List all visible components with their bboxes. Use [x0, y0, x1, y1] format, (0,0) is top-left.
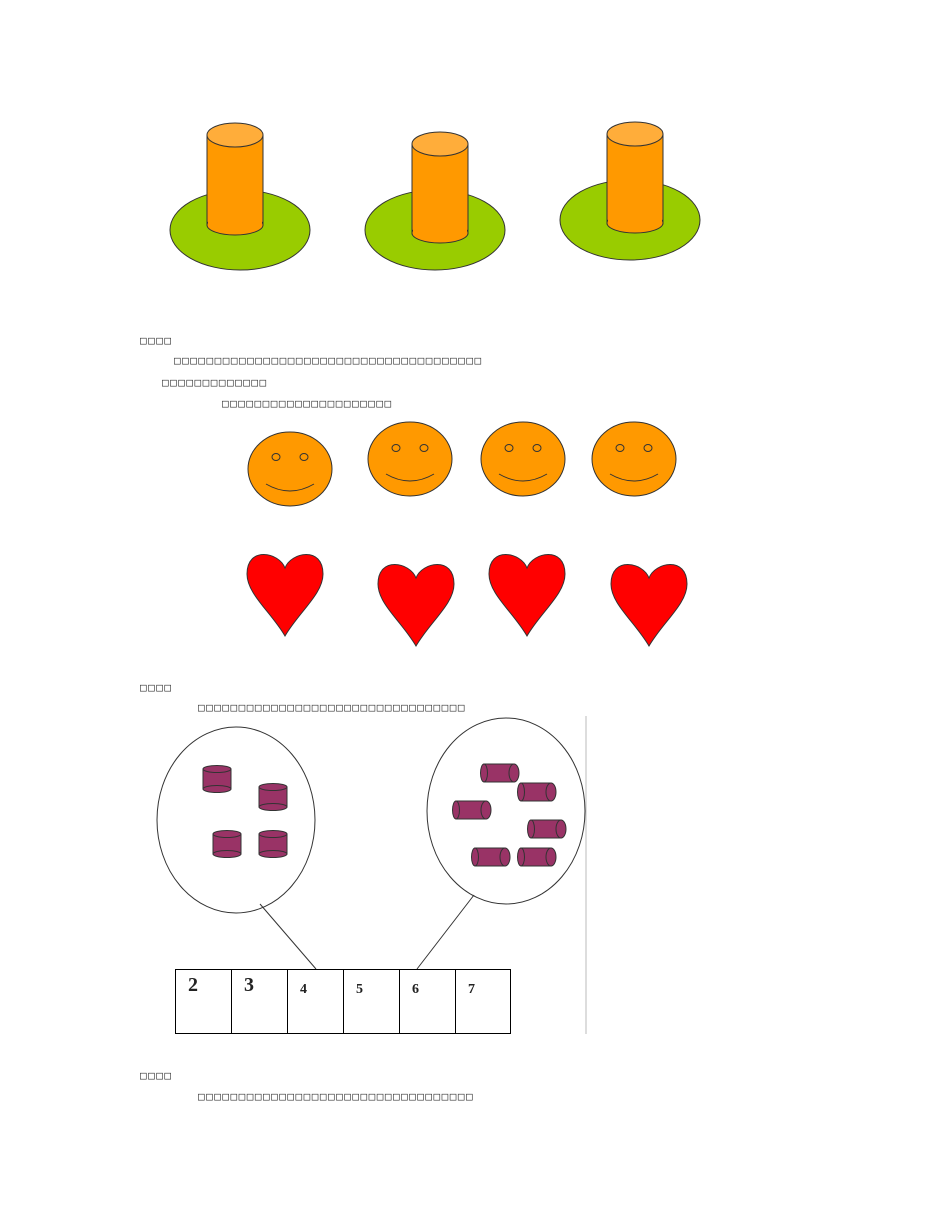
- section-1-line-2: □□□□□□□□□□□□□: [162, 376, 268, 389]
- lying-cylinder-4: [527, 819, 567, 839]
- upright-cylinder-3: [212, 830, 242, 858]
- right-connector-line: [416, 894, 475, 970]
- number-strip: 2 3 4 5 6 7: [175, 969, 511, 1034]
- number-label: 7: [468, 982, 475, 997]
- number-label: 6: [412, 982, 419, 997]
- left-connector-line: [259, 903, 317, 970]
- lying-cylinder-5: [471, 847, 511, 867]
- section-1-heading: □□□□: [140, 334, 173, 347]
- smiley-face-3: [480, 421, 566, 497]
- smiley-face-2: [367, 421, 453, 497]
- number-cell-5[interactable]: 6: [400, 970, 456, 1034]
- number-label: 5: [356, 982, 363, 997]
- cylinder-on-plate-1: [169, 122, 311, 271]
- heart-1: [246, 554, 324, 637]
- lying-cylinder-6: [517, 847, 557, 867]
- heart-2: [377, 564, 455, 647]
- right-oval-lying-cylinders: [426, 717, 586, 905]
- cylinder-on-plate-2: [364, 131, 506, 271]
- section-3-line-1: □□□□□□□□□□□□□□□□□□□□□□□□□□□□□□□□□□: [198, 1090, 475, 1103]
- upright-cylinder-1: [202, 765, 232, 793]
- number-cell-3[interactable]: 4: [288, 970, 344, 1034]
- section-2-heading: □□□□: [140, 681, 173, 694]
- section-1-line-3: □□□□□□□□□□□□□□□□□□□□□: [222, 397, 393, 410]
- upright-cylinder-2: [258, 783, 288, 811]
- left-oval-upright-cylinders: [156, 726, 316, 914]
- lying-cylinder-1: [480, 763, 520, 783]
- number-cell-4[interactable]: 5: [344, 970, 400, 1034]
- lying-cylinder-3: [452, 800, 492, 820]
- smiley-face-4: [591, 421, 677, 497]
- upright-cylinder-4: [258, 830, 288, 858]
- section-1-line-1: □□□□□□□□□□□□□□□□□□□□□□□□□□□□□□□□□□□□□□: [174, 354, 483, 367]
- grouping-ovals-illustration: [156, 716, 587, 1034]
- smiley-face-1: [247, 431, 333, 507]
- section-2-line-1: □□□□□□□□□□□□□□□□□□□□□□□□□□□□□□□□□: [198, 701, 467, 714]
- lying-cylinder-2: [517, 782, 557, 802]
- faces-and-hearts-illustration: [246, 421, 688, 647]
- number-label: 2: [188, 974, 198, 996]
- number-cell-1[interactable]: 2: [176, 970, 232, 1034]
- cylinder-on-plate-3: [559, 121, 701, 261]
- heart-4: [610, 564, 688, 647]
- number-label: 4: [300, 982, 307, 997]
- cylinders-on-plates-illustration: [169, 121, 701, 271]
- number-cell-2[interactable]: 3: [232, 970, 288, 1034]
- heart-3: [488, 554, 566, 637]
- section-3-heading: □□□□: [140, 1069, 173, 1082]
- number-cell-6[interactable]: 7: [456, 970, 511, 1034]
- number-label: 3: [244, 974, 254, 996]
